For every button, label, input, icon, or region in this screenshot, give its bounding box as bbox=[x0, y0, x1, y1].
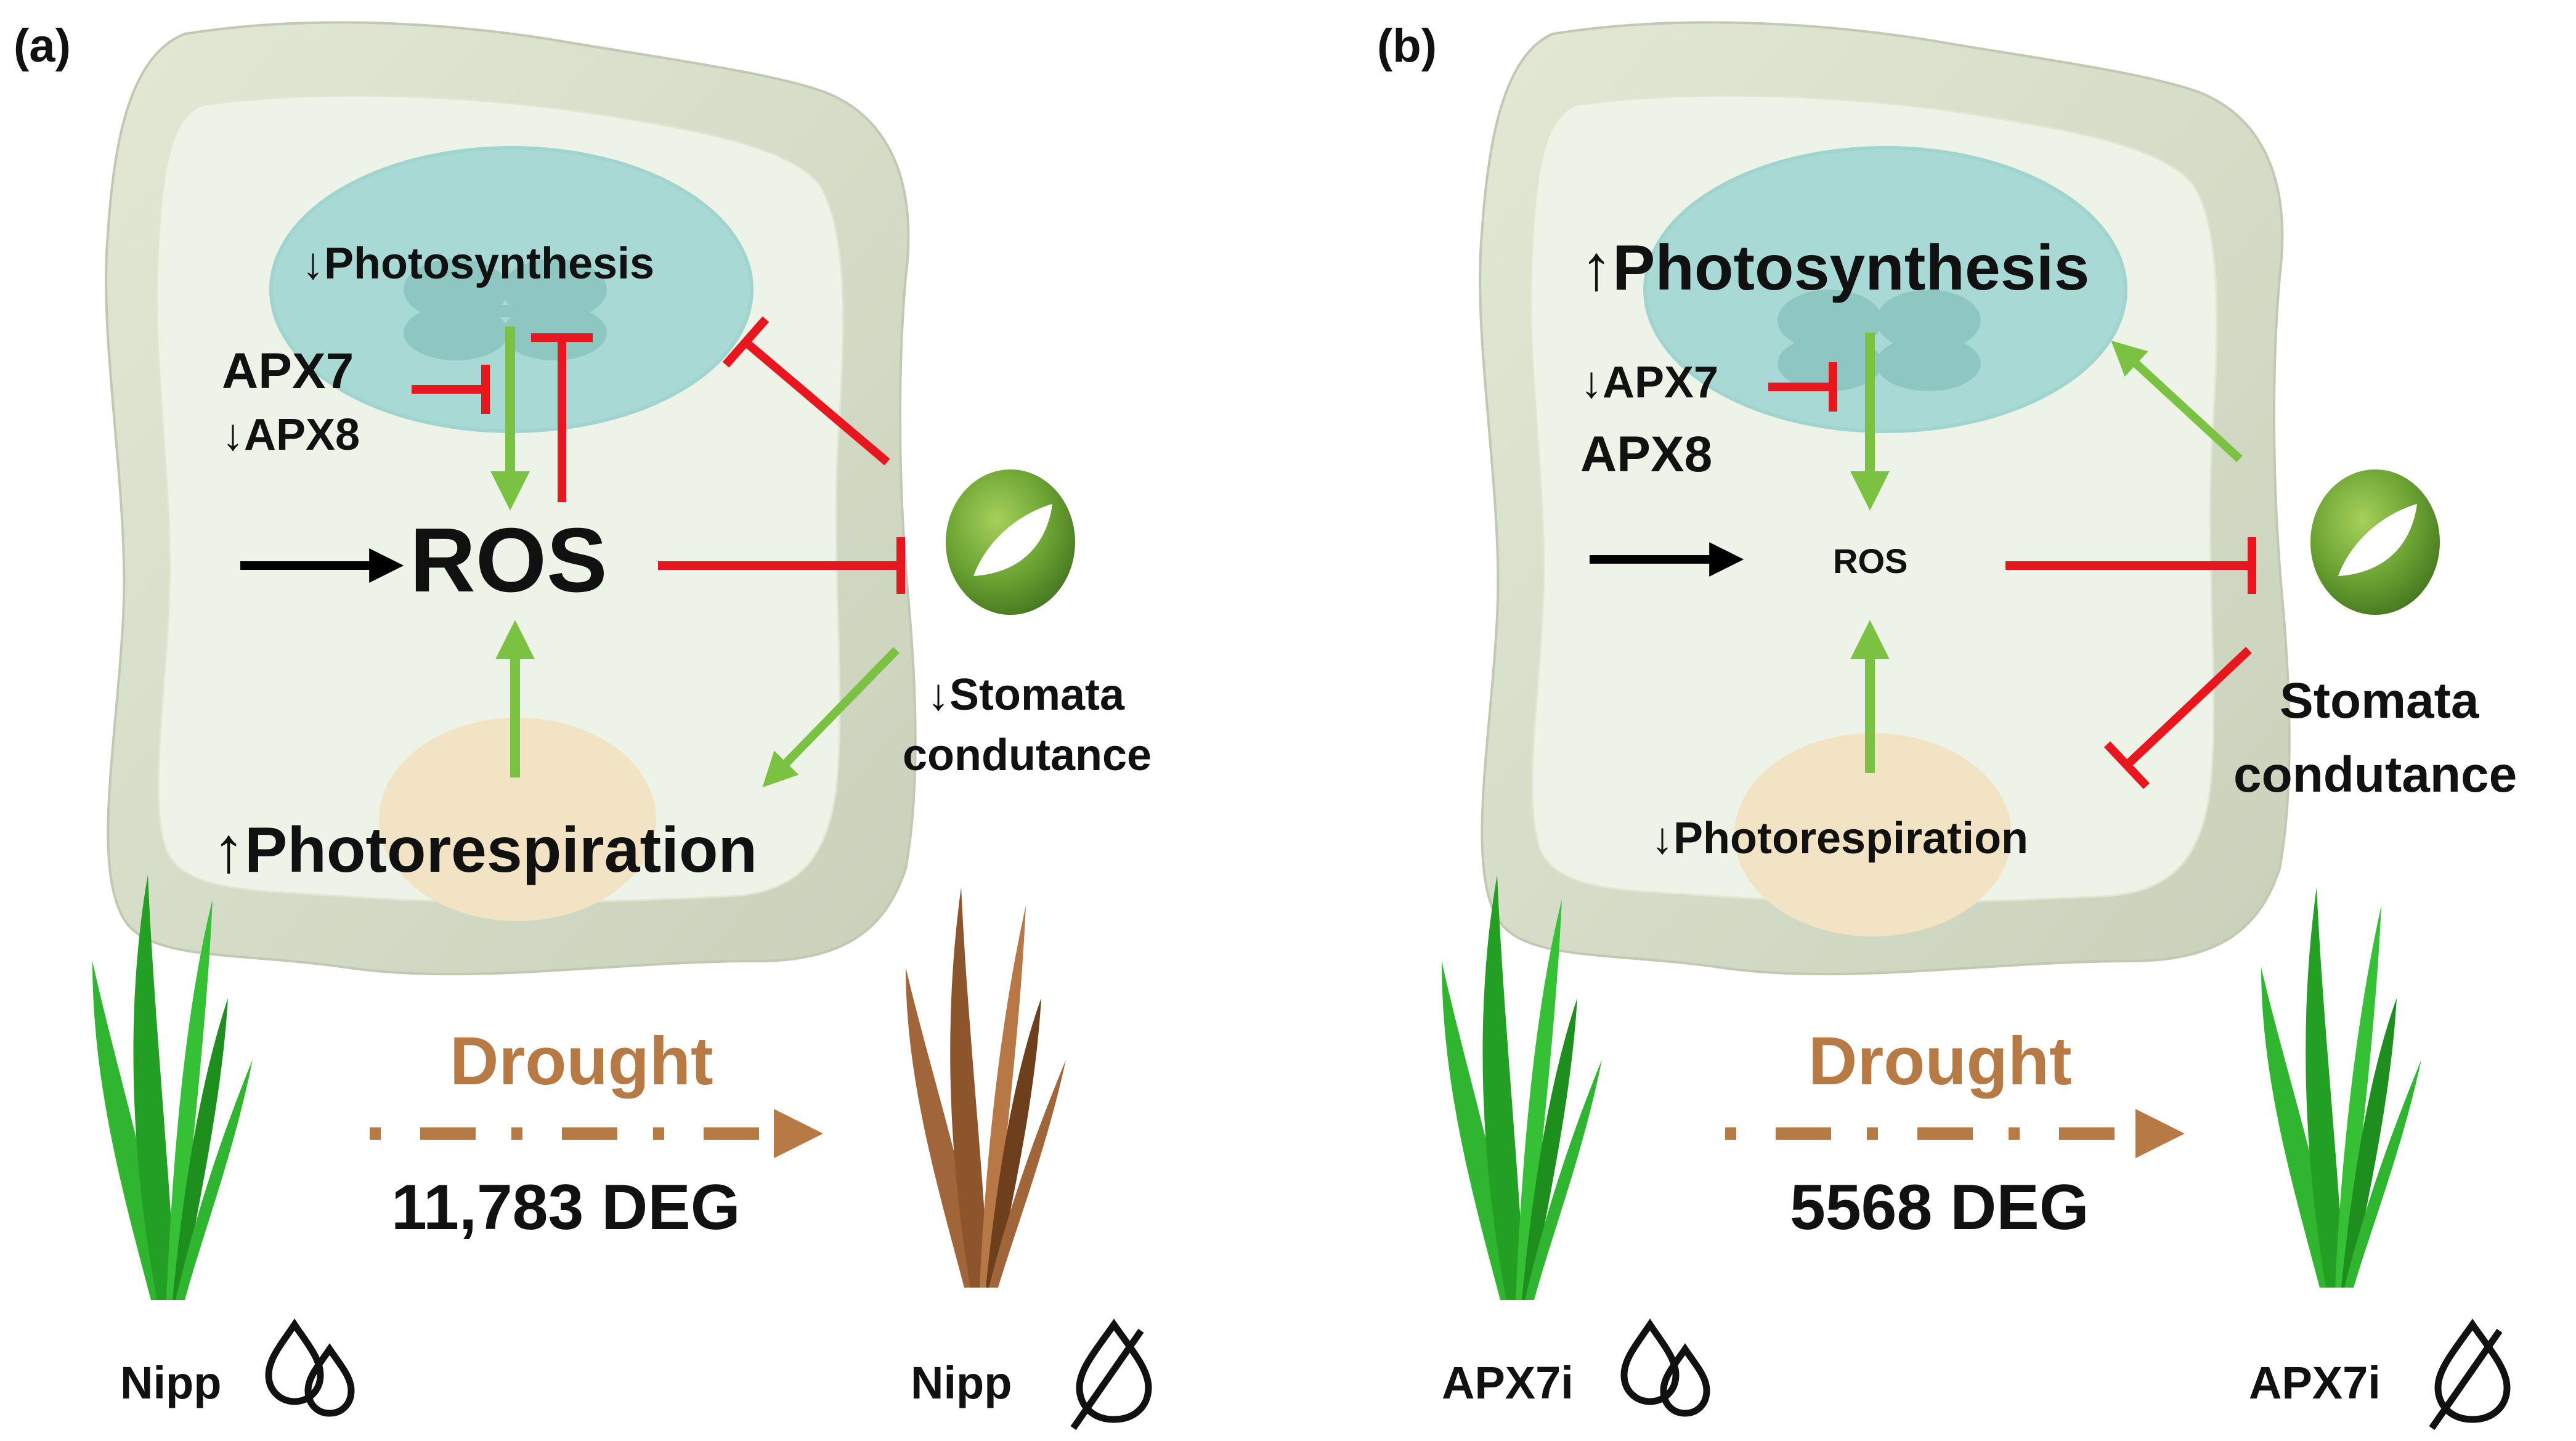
plant-label-left-a: Nipp bbox=[120, 1357, 221, 1408]
rice-plant-icon bbox=[1442, 875, 1602, 1300]
ros-label-a: ROS bbox=[410, 509, 607, 611]
stomata-icon bbox=[2310, 469, 2440, 615]
peroxisome-b bbox=[1734, 733, 2012, 936]
apx-bottom-label-b: APX8 bbox=[1580, 426, 1712, 482]
photosynthesis-label-a: ↓Photosynthesis bbox=[302, 239, 654, 288]
drought-label-a: Drought bbox=[450, 1023, 713, 1099]
apx-top-label-a: APX7 bbox=[222, 343, 354, 399]
no-water-icon bbox=[1070, 1318, 1152, 1431]
activation-stomata-to-photorespiration-a bbox=[762, 647, 900, 788]
plant-label-left-b: APX7i bbox=[1442, 1357, 1574, 1408]
inhibition-stomata-to-photorespiration-bar-b bbox=[2103, 741, 2150, 789]
thylakoid-stacks-a bbox=[404, 259, 607, 360]
rice-plant-icon bbox=[92, 875, 253, 1300]
chloroplast-b bbox=[1643, 146, 2127, 433]
inhibition-stomata-to-photorespiration-b bbox=[2124, 646, 2252, 769]
thylakoid-stacks-b bbox=[1778, 290, 1981, 391]
activation-stomata-to-photosynthesis-b bbox=[2111, 340, 2243, 463]
panel-b: (b) ↑Photosynthesis ↓APX7 APX8 ROS ↓Phot… bbox=[1377, 20, 2517, 1431]
plant-label-right-a: Nipp bbox=[911, 1357, 1012, 1408]
deg-label-b: 5568 DEG bbox=[1790, 1172, 2089, 1243]
stomata-label-a-line1: ↓Stomata bbox=[927, 670, 1125, 720]
stomata-icon bbox=[946, 469, 1075, 615]
panel-label-b: (b) bbox=[1377, 20, 1437, 72]
photorespiration-label-a: ↑Photorespiration bbox=[213, 814, 757, 886]
ros-label-b: ROS bbox=[1833, 542, 1908, 580]
deg-label-a: 11,783 DEG bbox=[391, 1172, 741, 1243]
inhibition-stomata-to-photosynthesis-a bbox=[742, 338, 890, 466]
plant-label-right-b: APX7i bbox=[2249, 1357, 2381, 1408]
rice-plant-icon bbox=[2261, 887, 2421, 1288]
stomata-label-b-line2: condutance bbox=[2233, 747, 2517, 803]
apx-bottom-label-a: ↓APX8 bbox=[222, 410, 360, 460]
photorespiration-label-b: ↓Photorespiration bbox=[1651, 814, 2028, 863]
inhibition-stomata-to-photosynthesis-bar-a bbox=[722, 316, 770, 368]
stomata-label-b-line1: Stomata bbox=[2280, 673, 2480, 729]
stomata-label-a-line2: condutance bbox=[903, 731, 1152, 780]
panel-a: (a) ↓Photosynthesis APX7 ↓APX8 ROS ↑Phot… bbox=[14, 20, 1152, 1431]
apx-top-label-b: ↓APX7 bbox=[1580, 358, 1718, 407]
drought-label-b: Drought bbox=[1808, 1023, 2072, 1099]
photosynthesis-label-b: ↑Photosynthesis bbox=[1580, 232, 2089, 304]
water-drops-icon bbox=[1620, 1318, 1710, 1417]
dry-rice-plant-icon bbox=[906, 887, 1066, 1288]
water-drops-icon bbox=[265, 1318, 355, 1417]
panel-label-a: (a) bbox=[14, 20, 71, 72]
no-water-icon bbox=[2429, 1318, 2511, 1431]
peroxisome-a bbox=[379, 718, 656, 921]
